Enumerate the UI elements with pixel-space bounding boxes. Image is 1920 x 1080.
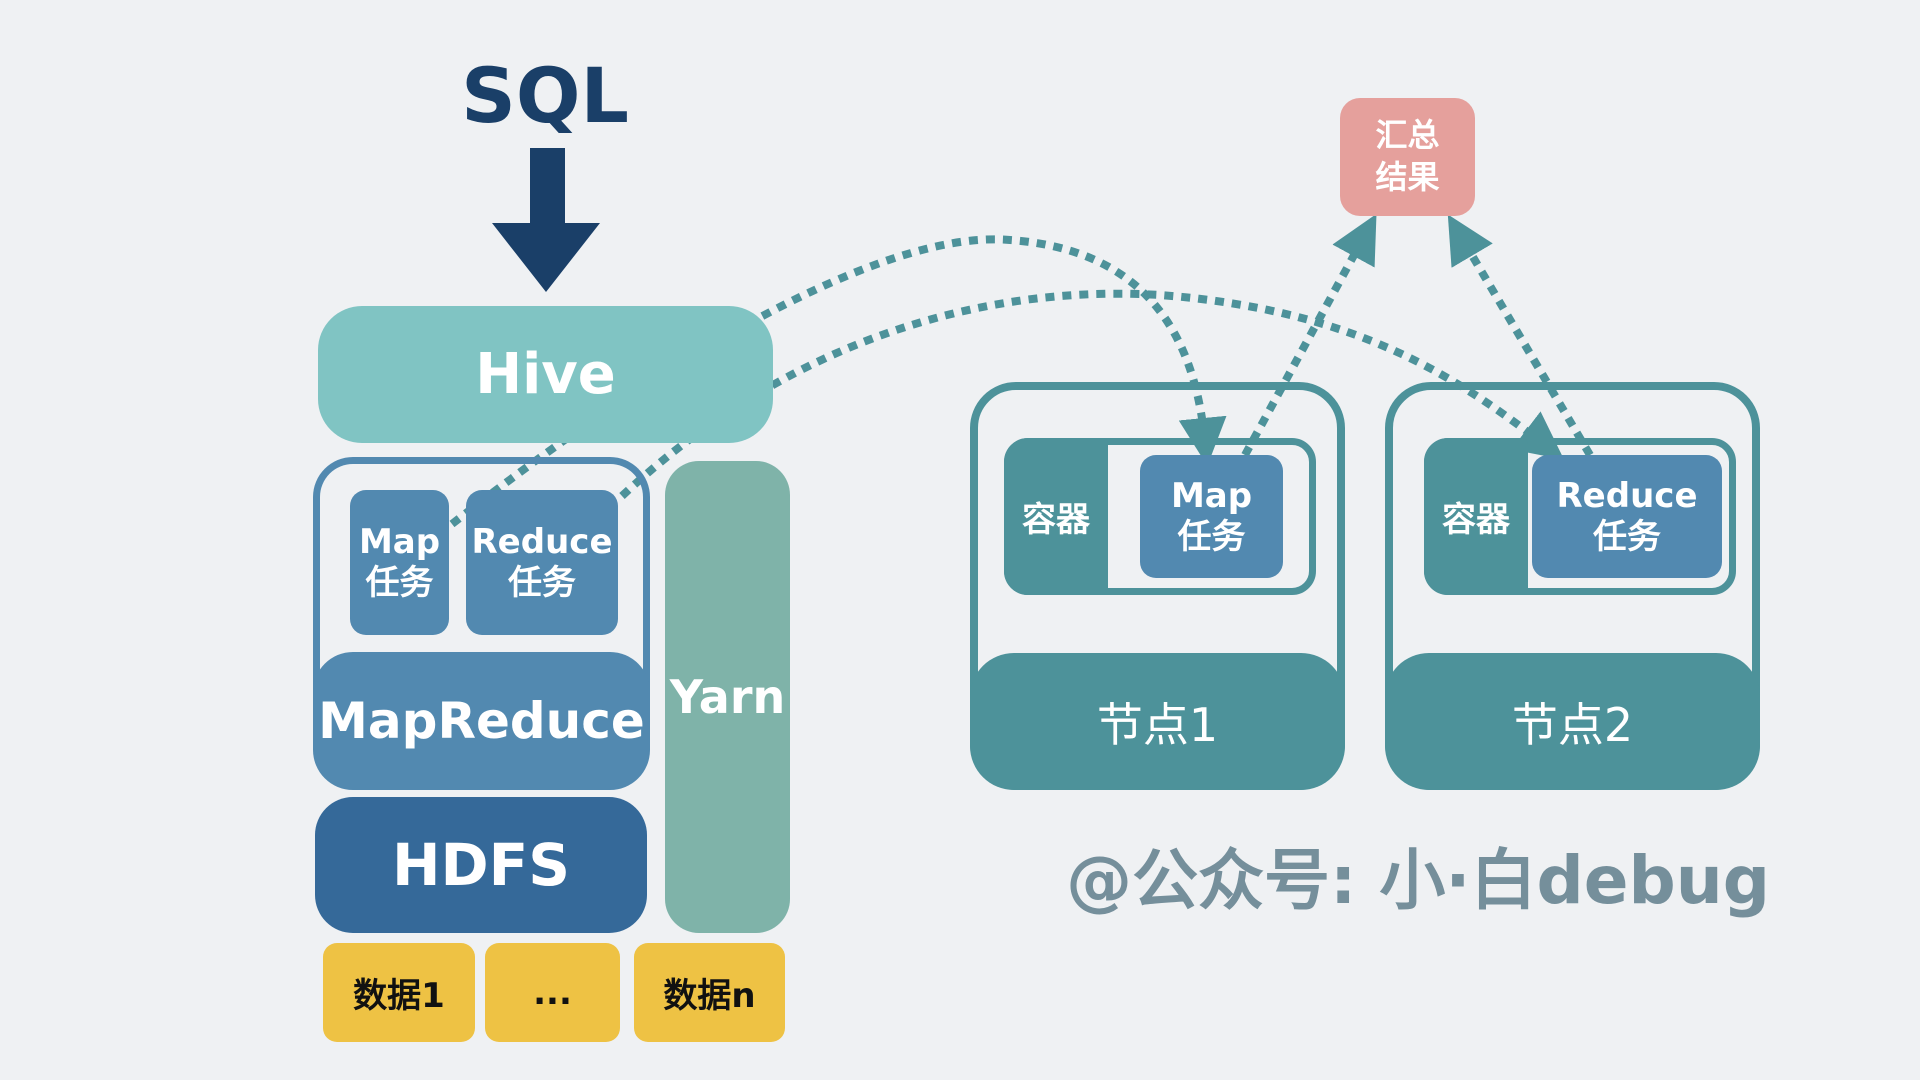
task-label: Map (358, 521, 441, 562)
mapreduce-reduce-task: Reduce 任务 (466, 490, 618, 635)
mapreduce-frame (313, 457, 650, 697)
task-sublabel: 任务 (508, 562, 576, 603)
map-dispatch-arrow (449, 235, 1227, 528)
node-2-reduce-task: Reduce 任务 (1532, 455, 1722, 578)
node-1-container-label: 容器 (1004, 438, 1108, 595)
task-sublabel: 任务 (1593, 516, 1661, 557)
node-1-label: 节点1 (970, 653, 1345, 790)
mapreduce-layer: MapReduce (313, 652, 650, 790)
task-sublabel: 任务 (1177, 516, 1246, 557)
data-block-1: 数据1 (323, 943, 475, 1042)
task-label: Map (1170, 475, 1253, 516)
hdfs-layer: HDFS (315, 797, 647, 933)
result-line-2: 结果 (1375, 158, 1440, 196)
map-to-result-arrow (1241, 213, 1377, 457)
result-line-1: 汇总 (1375, 116, 1440, 155)
task-sublabel: 任务 (365, 562, 434, 603)
reduce-to-result-arrow (1447, 214, 1594, 458)
mapreduce-map-task: Map 任务 (350, 490, 449, 635)
data-block-ellipsis: ... (485, 943, 620, 1042)
result-box: 汇总 结果 (1340, 98, 1475, 216)
yarn-layer: Yarn (665, 461, 790, 933)
task-label: Reduce (1556, 475, 1698, 516)
node-2-label: 节点2 (1385, 653, 1760, 790)
sql-label: SQL (461, 50, 629, 140)
hive-layer: Hive (318, 306, 773, 443)
watermark: @公众号: 小·白debug (1066, 842, 1770, 919)
task-label: Reduce (471, 521, 613, 562)
data-block-n: 数据n (634, 943, 785, 1042)
reduce-dispatch-arrow (619, 289, 1565, 499)
node-2-container-label: 容器 (1424, 438, 1528, 595)
node-1-map-task: Map 任务 (1140, 455, 1283, 578)
sql-down-arrow (492, 148, 600, 292)
